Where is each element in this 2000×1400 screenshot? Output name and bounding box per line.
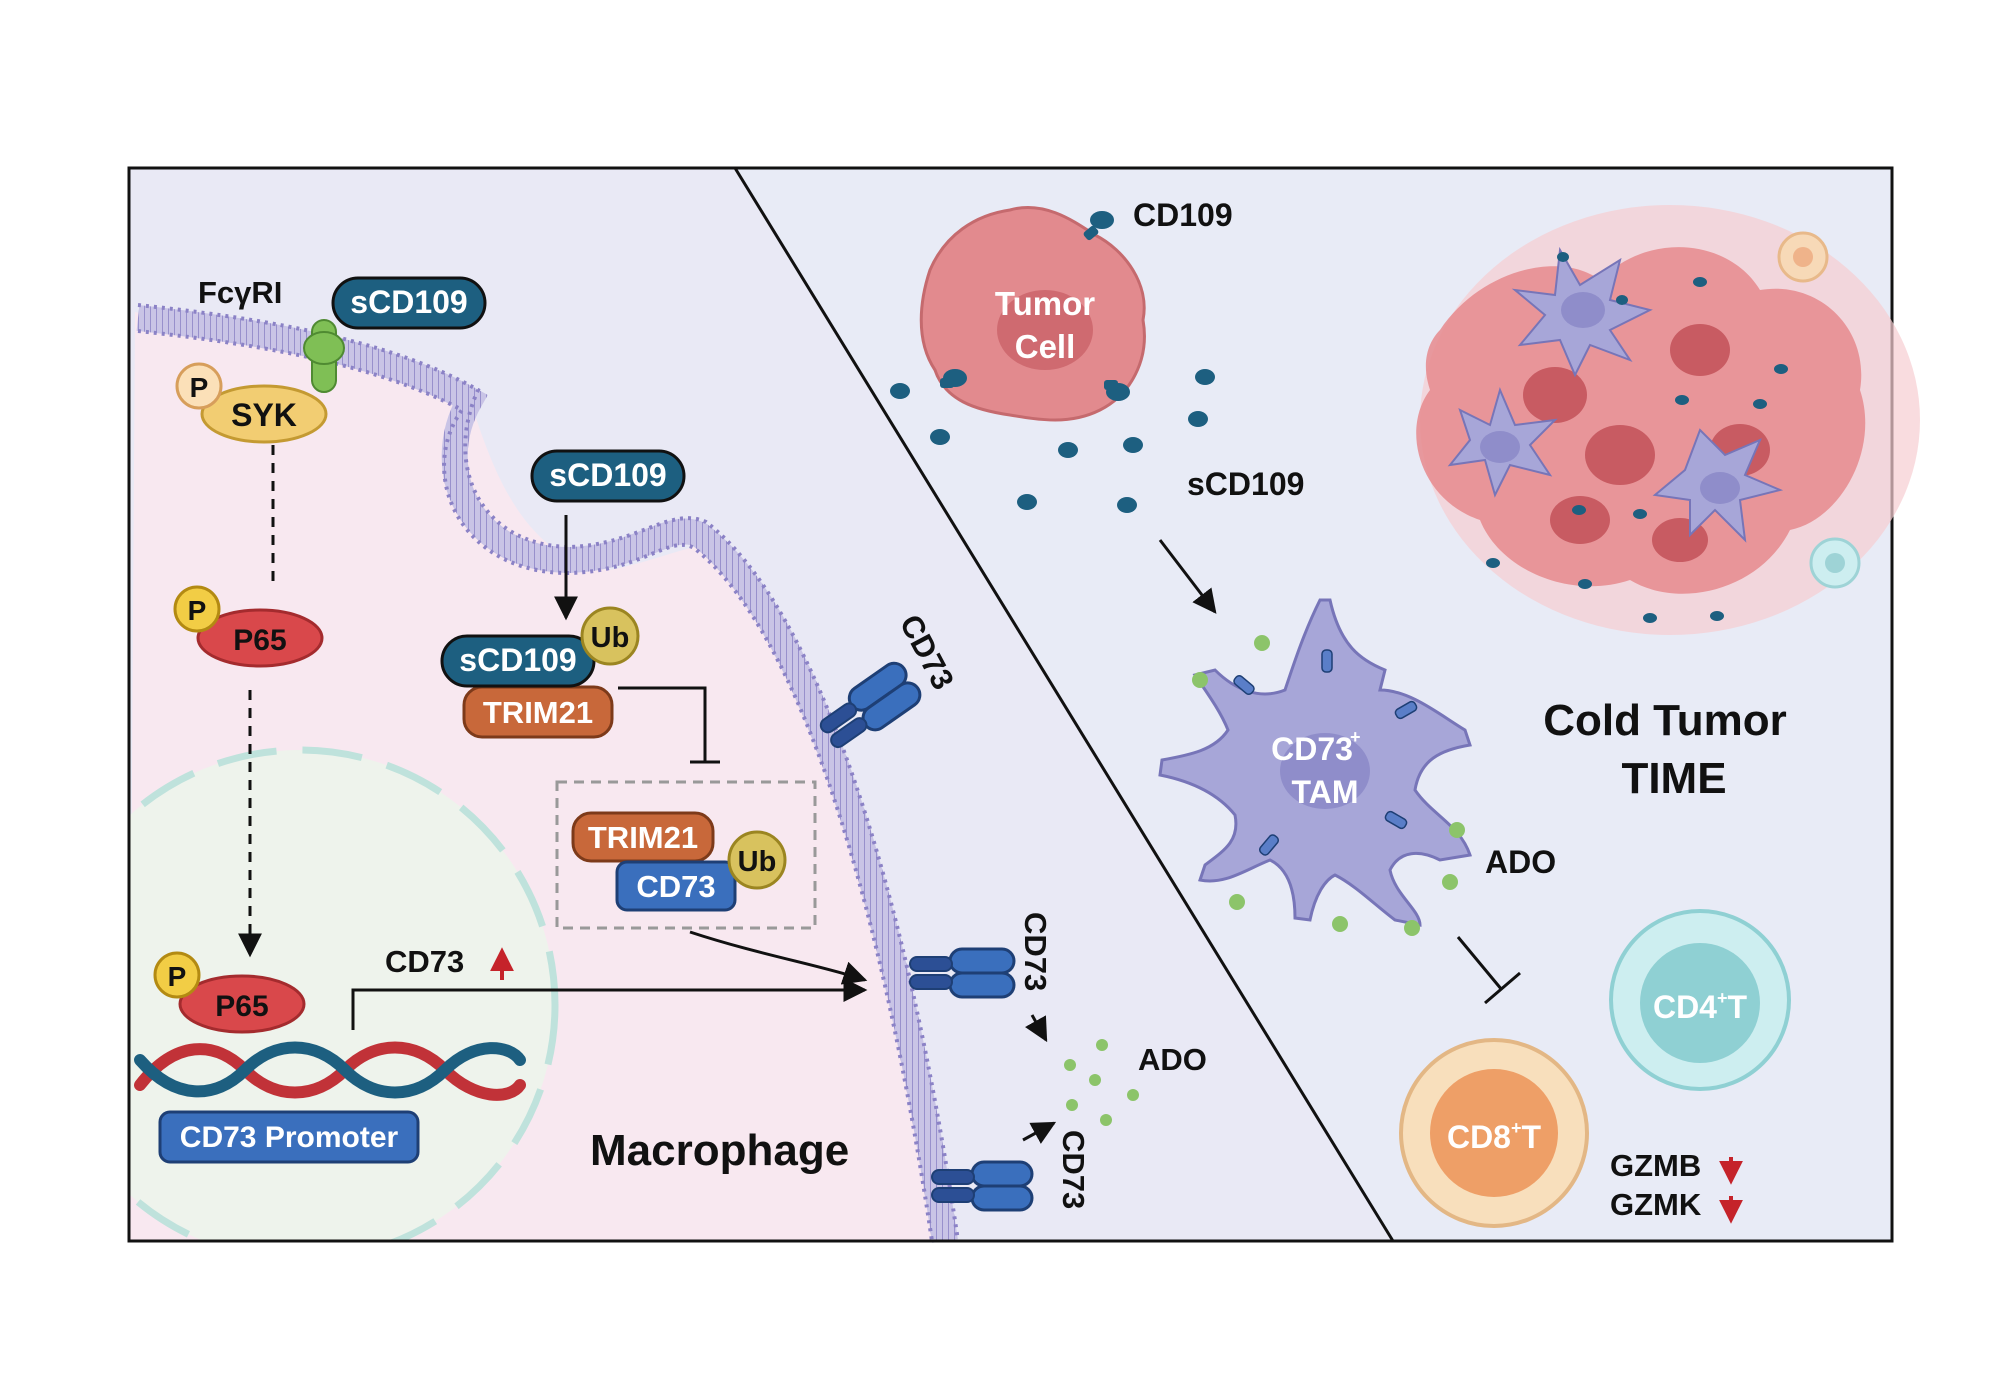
tam-label-1: CD73	[1271, 731, 1353, 767]
cell-membrane	[136, 305, 958, 1243]
tumor-cell-label-2: Cell	[1015, 328, 1076, 365]
gzmk-label: GZMK	[1610, 1187, 1702, 1222]
scd109-label-right: sCD109	[1187, 466, 1304, 502]
membrane-outer-edge	[137, 303, 960, 1242]
ub-circle	[580, 606, 640, 666]
ado-dots-left	[1064, 1039, 1139, 1126]
cd73-to-ado-arrow-lower	[1022, 1121, 1057, 1144]
tam-nucleus	[1280, 733, 1370, 809]
cd73-membrane-dimer-upper	[819, 661, 922, 749]
phospho-circle-p65-lower	[153, 951, 201, 999]
ub-box-label: Ub	[738, 846, 777, 878]
cd73-membrane-dimer-lower	[931, 1160, 1034, 1212]
nuclear-envelope	[129, 746, 559, 1241]
tumor-cell-label-1: Tumor	[995, 285, 1095, 322]
phospho-circle-syk	[175, 362, 223, 410]
scd109-to-tam-arrow	[1158, 539, 1217, 614]
p65-upper-oval	[196, 608, 324, 668]
figure-frame	[127, 166, 1894, 1243]
fcgri-receptor-icon	[303, 319, 345, 393]
tam-cd73-icons	[1233, 649, 1418, 856]
phospho-label-p65-lower: P	[168, 961, 187, 992]
p65-lower-oval	[178, 974, 306, 1034]
cd73-membrane-label-2: CD73	[1018, 912, 1053, 991]
tam-label-2: TAM	[1292, 774, 1359, 810]
cd4-t-cell-label: CD4+T	[1653, 988, 1748, 1025]
cd109-membrane-icons	[940, 211, 1130, 401]
tam-inhibition-bar	[1484, 971, 1521, 1005]
tumor-cell-nucleus	[997, 290, 1093, 370]
p65-lower-label: P65	[215, 990, 268, 1023]
syk-label: SYK	[231, 397, 297, 433]
cd73-membrane-dimer-middle	[909, 947, 1016, 999]
phospho-label-syk: P	[190, 372, 209, 403]
macrophage-label: Macrophage	[590, 1126, 849, 1175]
syk-oval	[200, 384, 328, 444]
cd73-promoter-box	[158, 1110, 420, 1164]
scd109-bound-pill	[331, 276, 487, 330]
gzmb-label: GZMB	[1610, 1148, 1701, 1183]
ub-label: Ub	[591, 622, 630, 654]
scd109-internal-pill	[530, 449, 686, 503]
cd73-box-pill	[615, 860, 737, 912]
cd8-t-cell-inner	[1430, 1069, 1558, 1197]
scd109-bound-label: sCD109	[350, 284, 467, 320]
dna-helix-icon	[134, 1041, 526, 1101]
trim21-label: TRIM21	[483, 695, 593, 730]
cd73-membrane-label-3: CD73	[1056, 1130, 1091, 1209]
cd109-label: CD109	[1133, 197, 1233, 233]
ado-label-left: ADO	[1138, 1042, 1207, 1077]
membrane-inner-edge	[137, 329, 934, 1242]
scd109-internal-label: sCD109	[549, 457, 666, 493]
soluble-scd109-dots	[890, 369, 1215, 513]
cold-tumor-cluster	[1416, 205, 1920, 635]
cold-tumor-label-2: TIME	[1621, 754, 1726, 803]
box-to-membrane-arrow	[689, 930, 868, 985]
cd8-t-cell-label: CD8+T	[1447, 1118, 1542, 1155]
promoter-to-membrane-arrow	[351, 978, 868, 1030]
cd4-t-cell-inner	[1640, 943, 1760, 1063]
trim21-inhibition-line	[618, 686, 707, 762]
trim21-box-label: TRIM21	[588, 820, 698, 855]
scd109-ub-pill	[440, 634, 596, 688]
panel-divider	[733, 167, 1395, 1242]
ado-label-right: ADO	[1485, 844, 1556, 880]
cold-tumor-label-1: Cold Tumor	[1543, 696, 1787, 745]
fcgri-label: FcγRI	[198, 275, 282, 310]
cd73-to-ado-arrow-upper	[1024, 1014, 1048, 1043]
cd73-promoter-label: CD73 Promoter	[180, 1121, 399, 1154]
ub-box-circle	[727, 830, 787, 890]
p65-upper-label: P65	[233, 624, 286, 657]
scd109-ub-label: sCD109	[459, 642, 576, 678]
tam-inhibition-line	[1456, 936, 1504, 991]
ado-dots-right	[1192, 635, 1465, 936]
tam-label-sup: +	[1350, 727, 1361, 747]
phospho-circle-p65-upper	[173, 585, 221, 633]
cd73-up-label: CD73	[385, 944, 464, 979]
degradation-box	[555, 780, 817, 930]
cd73-box-label: CD73	[636, 869, 715, 904]
phospho-label-p65-upper: P	[188, 595, 207, 626]
